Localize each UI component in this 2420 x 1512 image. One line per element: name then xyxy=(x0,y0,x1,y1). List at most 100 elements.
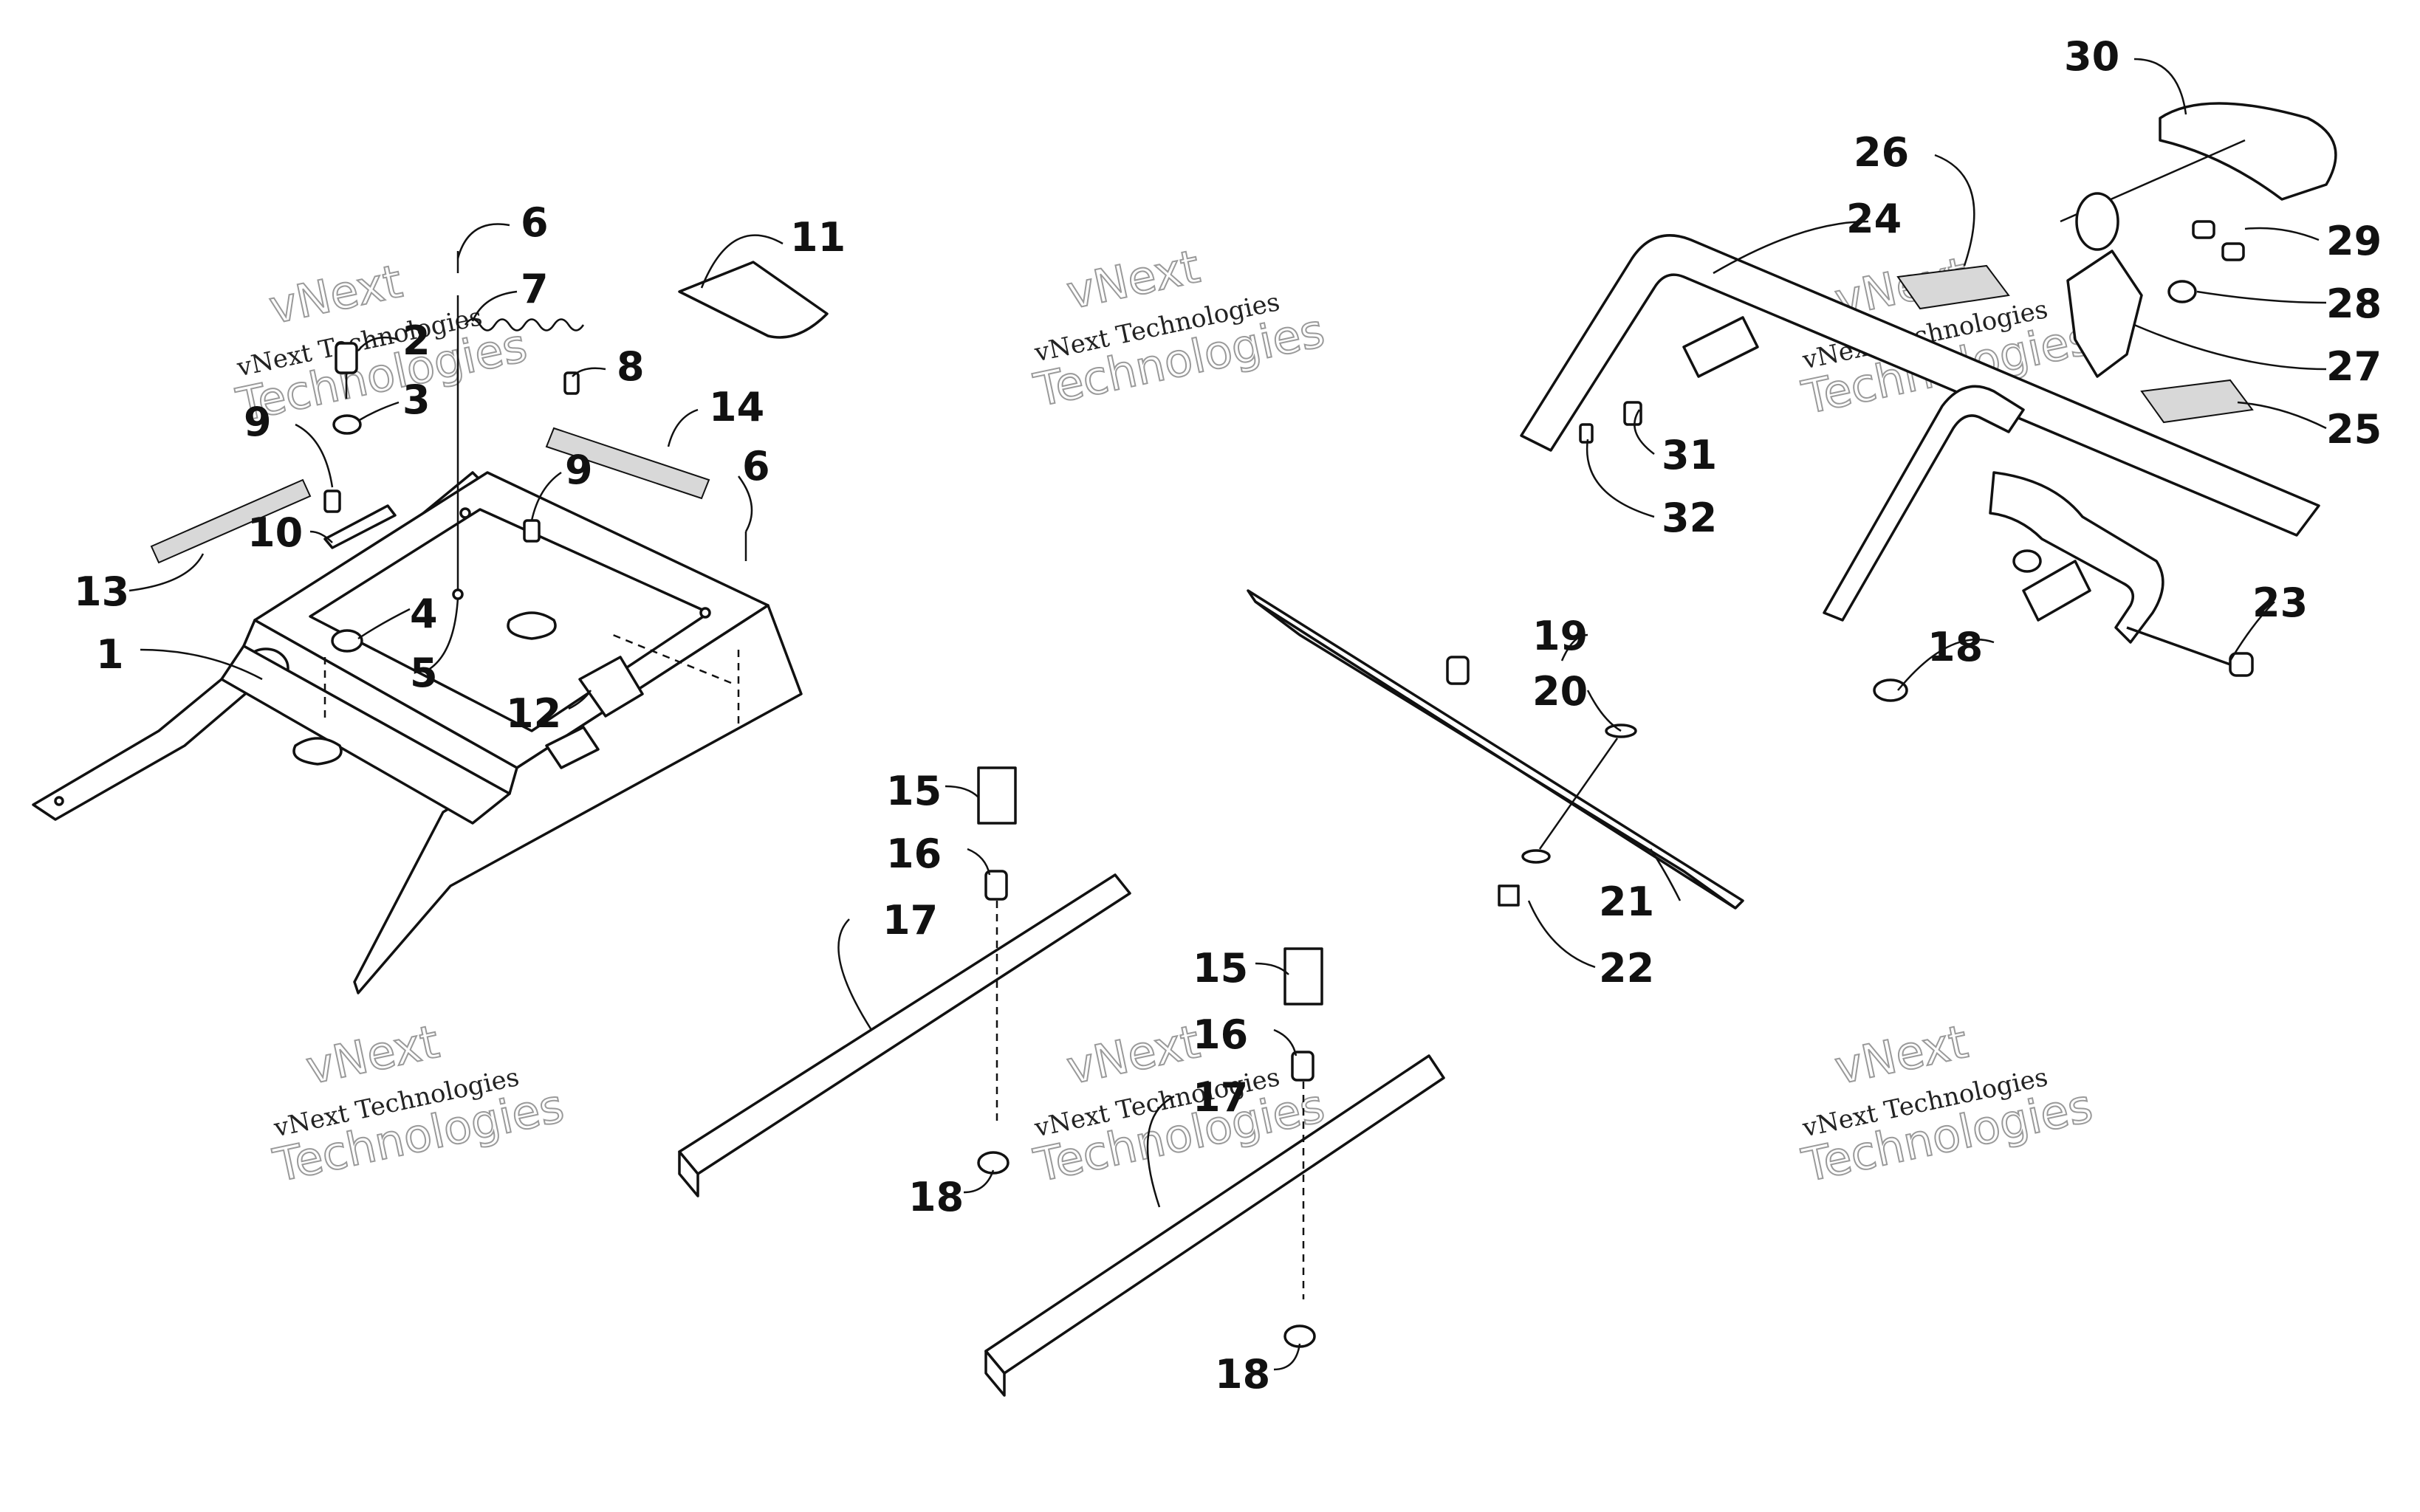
leader-17a xyxy=(837,918,873,1031)
washer-part-28 xyxy=(2167,280,2197,303)
leader-18b xyxy=(1273,1343,1301,1371)
callout-30: 30 xyxy=(2064,33,2119,80)
callout-15a: 15 xyxy=(886,768,942,814)
bolt-part-16a xyxy=(984,870,1008,901)
leader-23 xyxy=(2229,601,2275,662)
leader-6a xyxy=(456,223,510,259)
watermark-bottom-right: vNext vNext Technologies Technologies xyxy=(1797,1014,2098,1193)
leader-16a xyxy=(967,848,991,876)
washer-part-3 xyxy=(332,414,362,435)
leader-10 xyxy=(309,530,333,543)
fastener-shadow xyxy=(507,611,557,640)
leader-21 xyxy=(1649,848,1682,901)
callout-28: 28 xyxy=(2326,281,2382,327)
leader-18a xyxy=(963,1169,995,1194)
leader-31 xyxy=(1634,409,1655,455)
washer-part-22b xyxy=(1521,849,1551,864)
leader-25 xyxy=(2237,401,2327,430)
frame-hole xyxy=(699,607,711,619)
nut-part-18b xyxy=(1283,1324,1316,1348)
leader-15b xyxy=(1255,962,1289,975)
bolt-part-23 xyxy=(2126,626,2231,666)
bolt-part-16b xyxy=(1291,1051,1314,1082)
nut-part-18c xyxy=(1873,678,1908,702)
bracket-part-12 xyxy=(578,656,644,718)
plate-part-21 xyxy=(1254,600,1737,910)
bolt-part-8 xyxy=(563,371,580,395)
leader-19 xyxy=(1560,633,1588,662)
callout-3: 3 xyxy=(402,377,431,423)
callout-10: 10 xyxy=(247,509,303,556)
cap-part-11 xyxy=(678,261,829,339)
leader-9b xyxy=(530,471,562,521)
leader-6b xyxy=(737,475,753,532)
fastener-shadow xyxy=(292,737,343,766)
bolt-part-29a xyxy=(2192,220,2215,239)
callout-18a: 18 xyxy=(908,1174,964,1220)
leader-18c xyxy=(1897,639,1995,691)
callout-9b: 9 xyxy=(565,447,593,493)
leader-32 xyxy=(1586,439,1655,518)
decal-part-25 xyxy=(2140,379,2254,424)
callout-18c: 18 xyxy=(1927,624,1983,670)
screw-part-32 xyxy=(1579,423,1594,444)
skid-plate xyxy=(1247,589,1744,910)
spring-part-7 xyxy=(464,318,585,331)
leader-3 xyxy=(357,401,400,422)
callout-4: 4 xyxy=(410,591,438,637)
leader-9a xyxy=(295,423,334,488)
bumper-tube-upper xyxy=(1520,234,2320,537)
callout-labels: 1 2 3 4 5 6 6 7 8 9 9 10 11 12 13 14 15 … xyxy=(74,33,2382,1398)
callout-19: 19 xyxy=(1532,613,1588,659)
rear-rack-frame xyxy=(32,471,803,994)
callout-25: 25 xyxy=(2326,406,2382,453)
bracket-base-part-12 xyxy=(545,726,600,769)
leader-16b xyxy=(1273,1028,1298,1056)
callout-27: 27 xyxy=(2326,343,2382,390)
reflector-part-13 xyxy=(150,478,312,564)
leader-24 xyxy=(1713,220,1869,275)
callout-6a: 6 xyxy=(521,199,549,246)
reflector-part-14 xyxy=(545,427,710,500)
leader-12 xyxy=(568,690,592,710)
leader-1 xyxy=(140,648,263,681)
rail-end-upper xyxy=(678,1150,699,1197)
callout-16a: 16 xyxy=(886,831,942,877)
bumper-tube-right xyxy=(1823,385,2025,622)
leader-15a xyxy=(945,785,979,798)
callout-17a: 17 xyxy=(882,897,938,944)
callout-16b: 16 xyxy=(1193,1011,1248,1058)
clip-part-31 xyxy=(1623,401,1642,426)
bolt-head-part-23 xyxy=(2229,652,2254,677)
bolt-part-19 xyxy=(1446,656,1470,685)
leader-26 xyxy=(1934,154,1975,267)
axis-line xyxy=(1538,738,1619,850)
watermark-bottom-left: vNext vNext Technologies Technologies xyxy=(268,1014,569,1193)
callout-26: 26 xyxy=(1854,129,1909,176)
bolt-part-9b xyxy=(523,519,541,543)
nut-part-22 xyxy=(1498,884,1520,907)
bumper-bracket-left xyxy=(1682,316,1759,378)
leader-7 xyxy=(471,290,518,322)
bolt-part-29b xyxy=(2221,242,2245,261)
block-part-15a xyxy=(977,766,1017,825)
bolt-part-2 xyxy=(335,342,358,374)
callout-20: 20 xyxy=(1532,668,1588,715)
callout-24: 24 xyxy=(1846,196,1902,242)
center-rails xyxy=(678,766,1445,1397)
leader-8 xyxy=(572,367,606,377)
hitch-part-27 xyxy=(2066,250,2143,378)
nut-part-18d xyxy=(2012,549,2042,573)
decal-part-26 xyxy=(1896,264,2010,310)
grip-part-30 xyxy=(2159,102,2337,201)
leader-22 xyxy=(1527,900,1596,969)
callout-5: 5 xyxy=(410,650,438,696)
hitch-ring-part-27 xyxy=(2075,192,2119,251)
bolt-part-9 xyxy=(323,489,341,513)
leader-lines xyxy=(128,58,2327,1371)
callout-32: 32 xyxy=(1662,495,1717,541)
frame-hole xyxy=(54,796,64,806)
leader-28 xyxy=(2196,290,2327,304)
leader-27 xyxy=(2133,323,2327,371)
